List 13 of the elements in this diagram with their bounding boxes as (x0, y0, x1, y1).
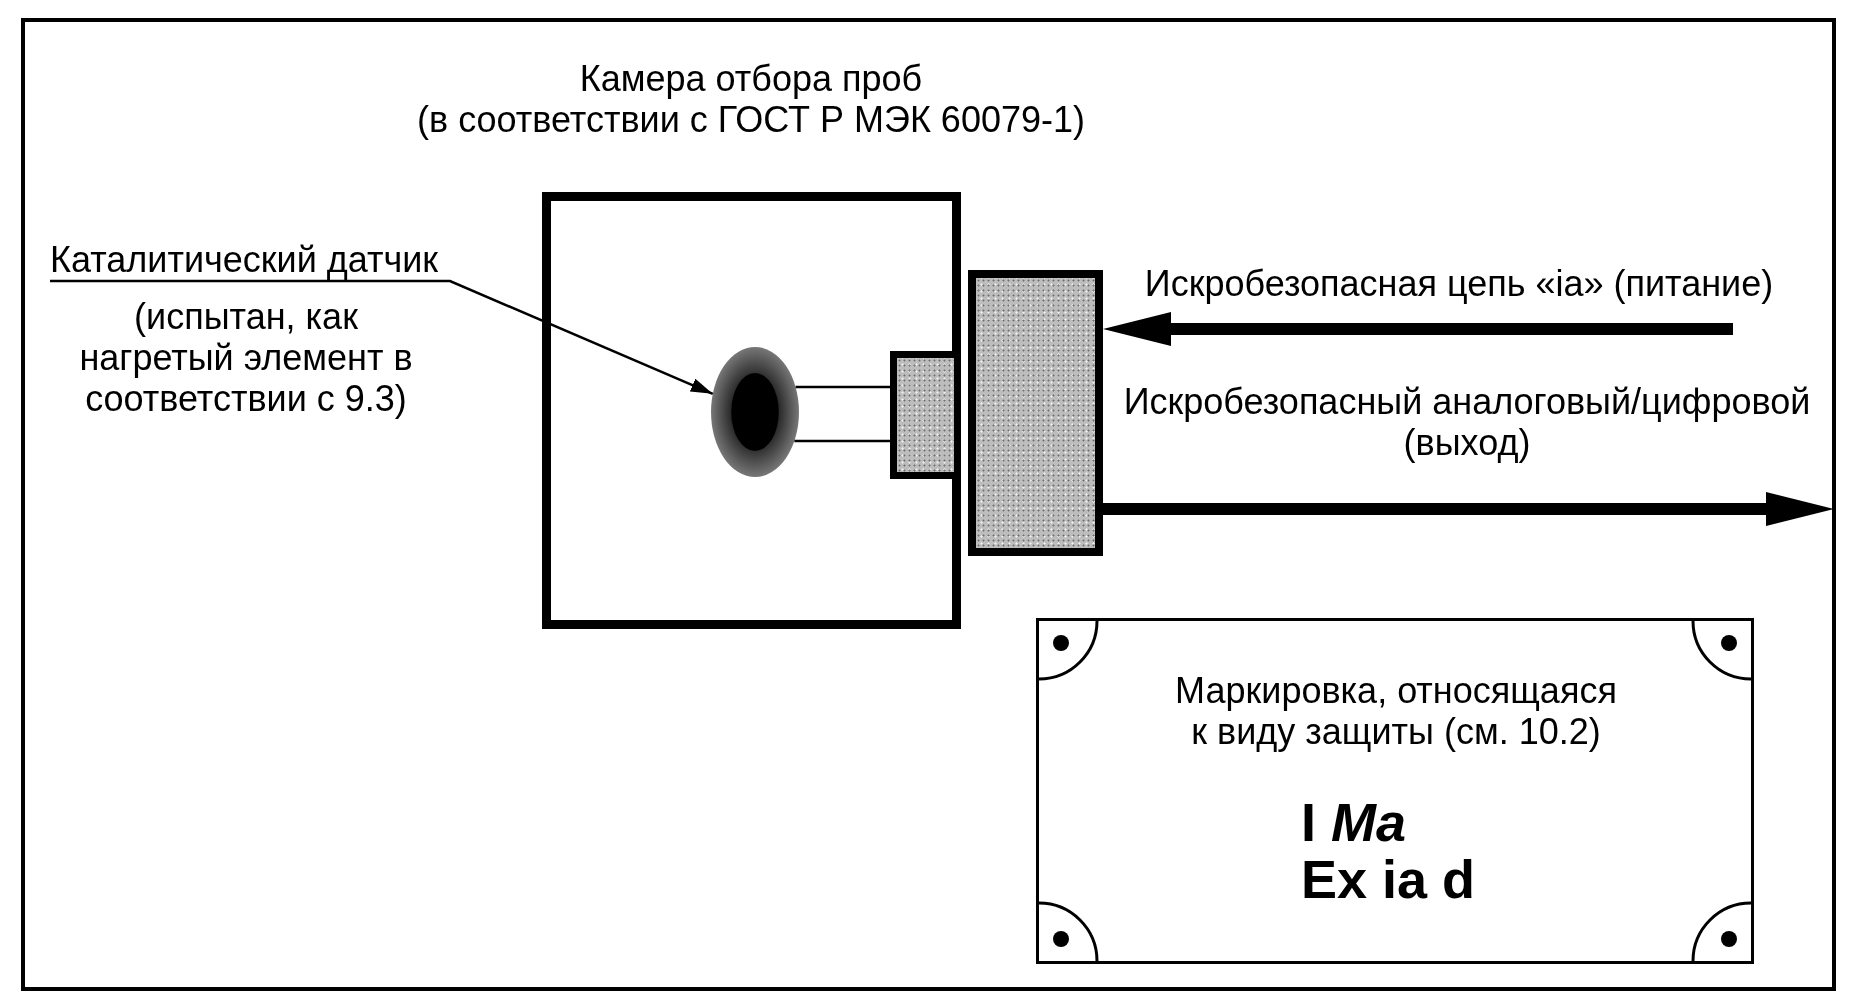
marking-plate (1036, 618, 1754, 964)
marking-code: I Ma Ex ia d (1301, 794, 1477, 908)
chamber-caption: Камера отбора проб (578, 58, 924, 99)
junction-box (968, 270, 1103, 556)
output-arrow (1103, 492, 1834, 526)
sensor-name: Каталитический датчик (50, 240, 450, 282)
wire (795, 385, 890, 389)
sensor-description: (испытан, как нагретый элемент в соответствии с 9.3) (78, 296, 414, 419)
marking-description: Маркировка, относящаяся к виду защиты (см. 10.2) (1174, 670, 1618, 752)
input-arrow (1103, 312, 1733, 346)
chamber-standard-note: (в соответствии с ГОСТ Р МЭК 60079-1) (416, 99, 1086, 140)
leader-line (50, 279, 714, 395)
wire (794, 439, 890, 443)
